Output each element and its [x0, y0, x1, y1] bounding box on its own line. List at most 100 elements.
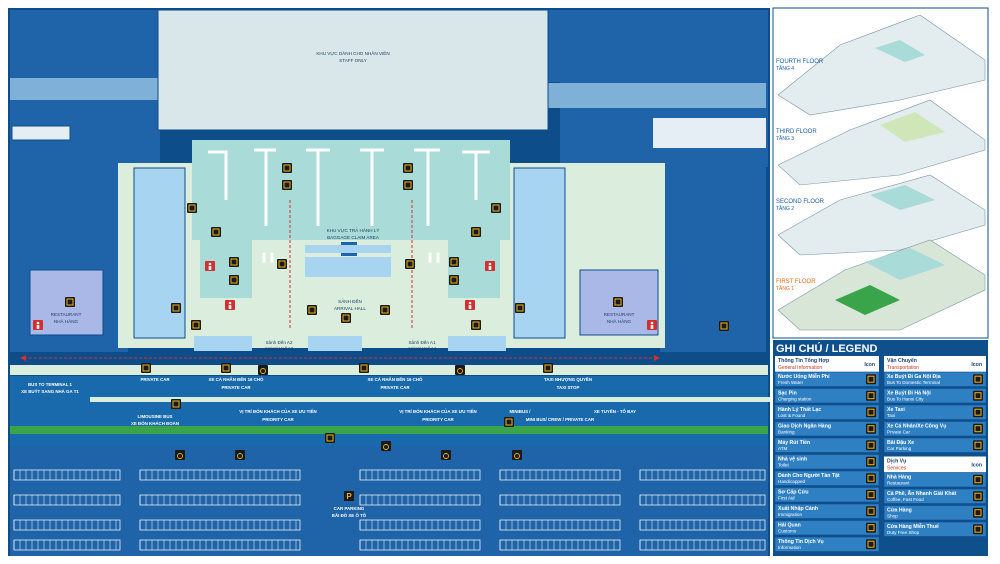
escalator-icon	[403, 163, 413, 173]
taxi-icon	[973, 407, 983, 418]
legend-row-vi: Sạc Pin	[778, 391, 797, 397]
escalator-icon	[282, 163, 292, 173]
legend-row-vi: Dành Cho Người Tàn Tật	[778, 473, 840, 479]
map-icons	[33, 163, 729, 460]
restaurant-icon	[65, 297, 75, 307]
car-icon	[973, 423, 983, 434]
road-private-car-3: PRIVATE CAR	[380, 385, 410, 390]
legend-row-en: Customs	[778, 529, 797, 534]
hall-a1-label-vi: Sảnh Đến A1	[408, 340, 436, 345]
immigration-icon	[515, 303, 525, 313]
road-priority-vi-2: VỊ TRÍ ĐÓN KHÁCH CỦA XE ƯU TIÊN	[399, 409, 476, 414]
restaurant-icon	[973, 474, 983, 485]
legend-row-en: Car Parking	[887, 446, 912, 451]
bank-icon	[211, 227, 221, 237]
legend-row	[774, 487, 880, 503]
hall-a2-label-vi: Sảnh Đến A2	[265, 340, 293, 345]
car-parking-label-vi: BÃI ĐỖ XE Ô TÔ	[332, 513, 367, 518]
atm-icon	[866, 440, 876, 451]
road-taxi-quyen: TAXI NHƯỢNG QUYỀN	[544, 377, 592, 382]
floor-label-en: FIRST FLOOR	[776, 279, 816, 285]
legend-row-vi: Nhà Hàng	[887, 475, 911, 481]
coffee-icon	[405, 259, 415, 269]
legend-header-en: General Information	[778, 365, 822, 371]
toilet-icon	[465, 300, 475, 310]
road-private-car-1: PRIVATE CAR	[140, 377, 170, 382]
road-xe-ca-nhan-1: XE CÁ NHÂN ĐẾN 16 CHỖ	[209, 377, 264, 382]
center-exit-block	[308, 336, 362, 351]
escalator-icon	[380, 305, 390, 315]
legend-row-vi: Nhà vệ sinh	[778, 457, 807, 463]
arrival-hall-label-vi: SẢNH ĐẾN	[338, 298, 362, 304]
belt-5	[414, 148, 440, 226]
legend-header-vi: Thông Tin Tổng Hợp	[778, 357, 829, 364]
bus-icon	[141, 363, 151, 373]
route-arrow-right	[654, 355, 660, 361]
shop-icon	[973, 507, 983, 518]
belt-6	[462, 150, 490, 200]
center-counter-top	[305, 245, 391, 253]
wheelchair-icon	[381, 441, 391, 451]
charging-icon	[866, 390, 876, 401]
road-priority-1: PRIORITY CAR	[262, 417, 294, 422]
coffee-icon	[277, 259, 287, 269]
legend-row	[883, 488, 987, 504]
info-icon	[341, 313, 351, 323]
legend-row-en: Bus To Domestic Terminal	[887, 380, 940, 385]
car-icon	[359, 363, 369, 373]
coffee-icon	[973, 491, 983, 502]
floor-label-en: FOURTH FLOOR	[776, 59, 824, 65]
wheelchair-icon	[471, 320, 481, 330]
legend-icon-header: Icon	[864, 362, 875, 368]
parking-lot	[10, 446, 768, 556]
restaurant-right-label-en: RESTAURANT	[604, 312, 635, 317]
wheelchair-icon	[866, 473, 876, 484]
legend-header-vi: Dịch Vụ	[887, 459, 906, 465]
legend-row	[883, 371, 987, 387]
left-roof	[10, 78, 160, 100]
walking-person-icon	[262, 252, 266, 263]
toilet-icon	[225, 300, 235, 310]
floor-3-plate	[777, 99, 986, 186]
walking-person-icon	[428, 252, 432, 263]
floor-3-core	[880, 112, 945, 142]
legend-row	[774, 437, 880, 453]
baggage-belts	[208, 148, 490, 226]
right-gate-area	[653, 118, 766, 148]
legend-row	[774, 371, 880, 387]
left-gate-building	[11, 125, 71, 141]
duty-free-icon	[973, 524, 983, 535]
staff-area	[157, 9, 549, 131]
legend-row-vi: Thông Tin Dịch Vụ	[778, 539, 824, 545]
grass-strip	[10, 426, 768, 434]
customs-icon	[866, 522, 876, 533]
legend-row-en: Information	[778, 545, 801, 550]
legend-icon-header: Icon	[971, 463, 982, 469]
first-aid-icon	[647, 320, 657, 330]
staff-area-label-en: STAFF ONLY	[339, 58, 367, 63]
floor-4-plate	[777, 14, 986, 116]
escalator-icon	[307, 305, 317, 315]
floor-label-vi: TẦNG 4	[776, 65, 794, 72]
legend-row-vi: Giao Dịch Ngân Hàng	[778, 424, 831, 430]
median-strip	[90, 397, 770, 402]
legend-row-en: Shop	[887, 514, 898, 519]
route-arrow-left	[20, 355, 26, 361]
legend-row	[774, 421, 880, 437]
baggage-claim-area	[192, 140, 510, 240]
a1-exit-block	[448, 336, 506, 351]
legend-row-en: Banking	[778, 430, 795, 435]
restaurant-left-label-en: RESTAURANT	[51, 312, 82, 317]
legend-row	[774, 470, 880, 486]
parking-rows	[13, 469, 766, 551]
road-xe-buyt-sang-ga: XE BUÝT SANG NHÀ GA T1	[21, 389, 79, 394]
road-xe-don-khach-doan: XE ĐÓN KHÁCH ĐOÀN	[131, 421, 179, 426]
water-icon	[866, 374, 876, 385]
escalator-icon	[325, 433, 335, 443]
legend-row-vi: Xe Taxi	[887, 407, 905, 413]
legend-row	[883, 437, 987, 453]
center-counter	[305, 257, 391, 277]
legend-row	[883, 421, 987, 437]
